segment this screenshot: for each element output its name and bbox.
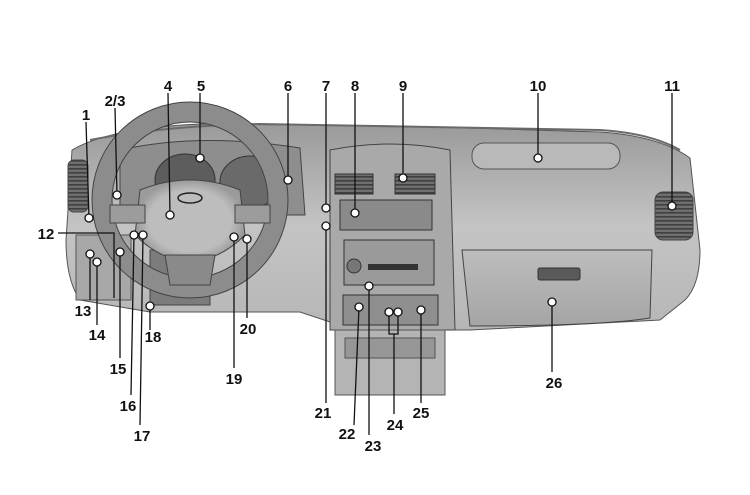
- leader-12: [58, 232, 115, 298]
- dot-23: [364, 281, 374, 291]
- steering-wheel-rim: [92, 102, 288, 298]
- dot-25: [416, 305, 426, 315]
- callout-10: 10: [530, 78, 547, 95]
- dot-21: [321, 221, 331, 231]
- callout-dots: [84, 153, 677, 317]
- leader-17: [139, 234, 144, 426]
- callout-7: 7: [322, 78, 330, 95]
- callout-13: 13: [75, 303, 92, 320]
- dot-9: [398, 173, 408, 183]
- callout-24: 24: [387, 417, 404, 434]
- callout-25: 25: [413, 405, 430, 422]
- dot-22: [354, 302, 364, 312]
- leader-2-3: [114, 107, 118, 196]
- dashboard-illustration: [65, 101, 701, 396]
- dot-16: [129, 230, 139, 240]
- dot-13: [85, 249, 95, 259]
- callout-2-3: 2/3: [105, 93, 126, 110]
- steering-wheel-spoke-right: [234, 204, 271, 224]
- glove-box: [461, 249, 653, 327]
- leader-lines: [58, 92, 673, 435]
- dot-24b: [393, 307, 403, 317]
- callout-5: 5: [197, 78, 205, 95]
- center-vent-left: [334, 173, 374, 195]
- dot-19: [229, 232, 239, 242]
- dot-20: [242, 234, 252, 244]
- dot-18: [145, 301, 155, 311]
- callout-18: 18: [145, 329, 162, 346]
- dot-24a: [384, 307, 394, 317]
- dot-1: [84, 213, 94, 223]
- brand-emblem-icon: [177, 192, 203, 204]
- callout-16: 16: [120, 398, 137, 415]
- leader-16: [130, 234, 135, 396]
- callout-11: 11: [664, 78, 680, 95]
- dot-26: [547, 297, 557, 307]
- callout-12: 12: [38, 226, 55, 243]
- dot-4: [165, 210, 175, 220]
- dot-5: [195, 153, 205, 163]
- left-side-vent: [67, 159, 89, 213]
- dot-14: [92, 257, 102, 267]
- leader-4: [167, 92, 171, 216]
- dot-15: [115, 247, 125, 257]
- callout-14: 14: [89, 327, 106, 344]
- steering-wheel-hub: [134, 179, 246, 263]
- steering-wheel-rim-edge: [91, 101, 289, 299]
- cd-slot: [368, 264, 418, 270]
- callout-23: 23: [365, 438, 382, 455]
- passenger-airbag-lid: [471, 142, 621, 170]
- callout-20: 20: [240, 321, 257, 338]
- callout-4: 4: [164, 78, 173, 95]
- leader-22: [353, 306, 360, 426]
- leader-1: [85, 121, 90, 219]
- dot-6: [283, 175, 293, 185]
- callout-15: 15: [110, 361, 127, 378]
- glove-box-handle: [537, 267, 581, 281]
- dot-2-3: [112, 190, 122, 200]
- dot-7: [321, 203, 331, 213]
- audio-knob: [346, 258, 362, 274]
- right-side-vent: [654, 191, 694, 241]
- callout-26: 26: [546, 375, 563, 392]
- dot-17: [138, 230, 148, 240]
- callout-8: 8: [351, 78, 359, 95]
- callout-labels: 1 2/3 4 5 6 7 8 9 10 11 12 13 14 15 16 1…: [38, 78, 680, 455]
- dot-8: [350, 208, 360, 218]
- callout-22: 22: [339, 426, 356, 443]
- steering-wheel-lower-spoke: [164, 254, 216, 286]
- dot-11: [667, 201, 677, 211]
- callout-17: 17: [134, 428, 151, 445]
- callout-6: 6: [284, 78, 292, 95]
- callout-9: 9: [399, 78, 407, 95]
- dot-10: [533, 153, 543, 163]
- console-tray: [344, 337, 436, 359]
- steering-wheel-spoke-left: [109, 204, 146, 224]
- callout-21: 21: [315, 405, 332, 422]
- callout-1: 1: [82, 107, 90, 124]
- callout-19: 19: [226, 371, 243, 388]
